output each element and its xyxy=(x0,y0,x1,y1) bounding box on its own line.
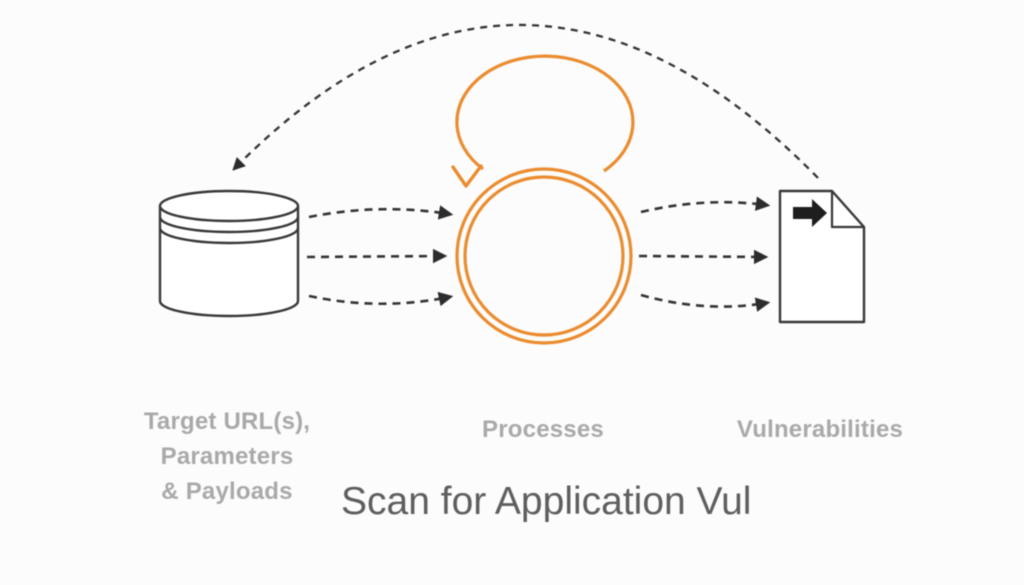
process-circle-inner xyxy=(463,175,625,337)
dashed-arrow xyxy=(306,248,448,264)
input-label-line3: & Payloads xyxy=(161,478,293,505)
dashed-arrow xyxy=(308,291,454,307)
dashed-arrow xyxy=(640,293,771,312)
database-top xyxy=(158,189,300,223)
dashed-arrow xyxy=(640,196,771,214)
process-to-output-arrows xyxy=(638,196,771,312)
output-label-text: Vulnerabilities xyxy=(736,416,904,443)
process-circle-icon xyxy=(455,167,633,345)
dashed-arrow xyxy=(308,205,454,220)
export-arrow-glyph xyxy=(793,199,827,227)
process-circle-outer xyxy=(455,167,633,345)
loop-arrow-icon xyxy=(451,54,635,188)
document-fold-corner xyxy=(830,191,864,229)
document-page xyxy=(778,189,866,324)
document-export-icon xyxy=(778,189,866,324)
loop-arrowhead xyxy=(451,164,483,188)
input-label-line2: Parameters xyxy=(160,443,294,470)
database-icon xyxy=(158,189,300,318)
process-label-text: Processes xyxy=(482,416,604,443)
slide-caption: Scan for Application Vul xyxy=(341,480,752,523)
input-to-process-arrows xyxy=(306,205,454,307)
output-node-label: Vulnerabilities xyxy=(710,412,930,447)
dashed-arrow xyxy=(638,249,769,265)
database-body xyxy=(158,206,300,318)
feedback-curved-arrow xyxy=(232,23,819,179)
database-disk-line xyxy=(158,227,300,245)
input-label-line1: Target URL(s), xyxy=(143,408,311,435)
loop-arc xyxy=(455,54,635,173)
database-disk-line xyxy=(158,216,300,234)
process-node-label: Processes xyxy=(433,412,653,447)
input-node-label: Target URL(s), Parameters & Payloads xyxy=(117,404,337,509)
